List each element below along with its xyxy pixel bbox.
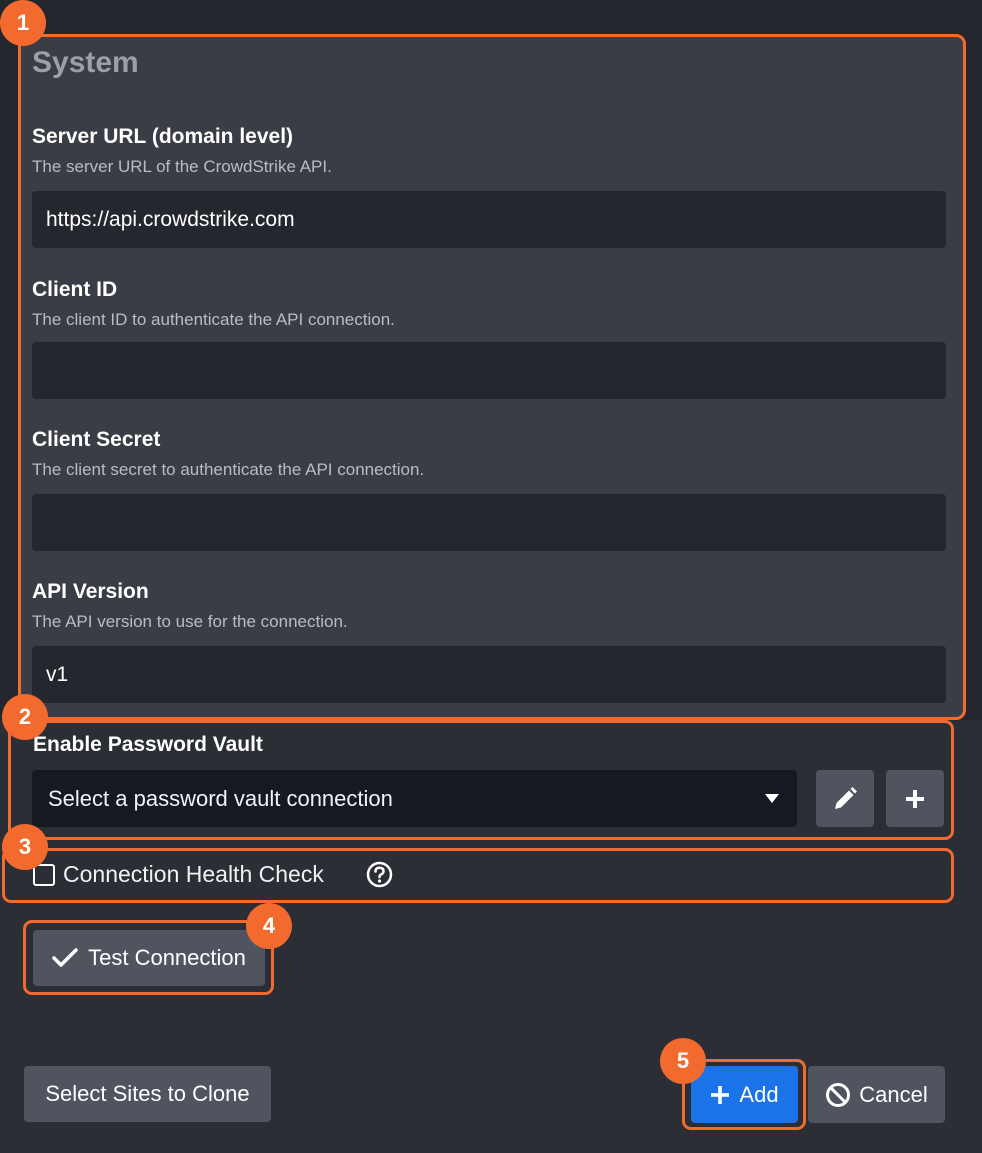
plus-icon [711,1085,730,1104]
client-secret-label: Client Secret [32,428,161,451]
api-version-help: The API version to use for the connectio… [32,612,348,631]
add-highlight [682,1059,806,1130]
add-label: Add [739,1081,779,1107]
test-connection-label: Test Connection [88,945,246,970]
health-check-checkbox[interactable] [33,864,55,886]
health-check-label: Connection Health Check [63,861,324,887]
ban-icon [826,1082,851,1107]
test-connection-button[interactable]: Test Connection [33,930,265,986]
api-version-label: API Version [32,580,149,603]
api-version-input[interactable] [32,646,946,703]
password-vault-select-value: Select a password vault connection [48,785,393,811]
annotation-badge-3: 3 [2,824,48,870]
annotation-badge-1: 1 [0,0,46,46]
pencil-icon [835,786,857,809]
question-circle-icon[interactable] [366,861,393,888]
server-url-help: The server URL of the CrowdStrike API. [32,157,332,176]
add-button[interactable]: Add [691,1066,798,1123]
password-vault-label: Enable Password Vault [33,733,263,756]
caret-down-icon [765,793,779,803]
annotation-badge-5: 5 [660,1038,706,1084]
client-secret-input[interactable] [32,494,946,551]
checkmark-icon [52,948,78,967]
client-id-label: Client ID [32,278,118,301]
health-check-section [2,848,954,903]
test-connection-highlight [23,920,274,995]
password-vault-select[interactable]: Select a password vault connection [32,770,797,827]
client-secret-help: The client secret to authenticate the AP… [32,460,425,479]
section-title: System [32,46,139,79]
plus-icon [906,789,924,808]
server-url-input[interactable] [32,191,946,248]
select-sites-label: Select Sites to Clone [45,1081,250,1106]
annotation-badge-4: 4 [246,903,292,949]
cancel-button[interactable]: Cancel [808,1066,945,1123]
edit-vault-button[interactable] [816,770,874,827]
password-vault-section [8,720,954,840]
client-id-help: The client ID to authenticate the API co… [32,310,395,329]
add-vault-button[interactable] [886,770,944,827]
server-url-label: Server URL (domain level) [32,125,294,148]
select-sites-button[interactable]: Select Sites to Clone [24,1066,271,1122]
annotation-badge-2: 2 [2,694,48,740]
cancel-label: Cancel [859,1081,928,1107]
client-id-input[interactable] [32,342,946,399]
